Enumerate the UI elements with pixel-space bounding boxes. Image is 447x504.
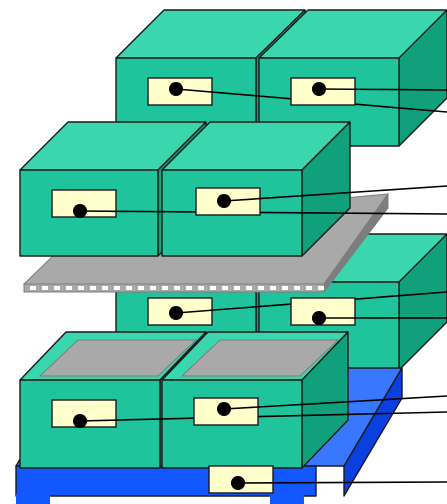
label-group (51, 77, 447, 494)
leader-line-7 (79, 411, 447, 422)
slip-sheet-notch (126, 286, 132, 290)
slip-sheet-notch (294, 286, 300, 290)
slip-sheet-notch (78, 286, 84, 290)
label-marker-icon (217, 402, 231, 416)
layer-2-boxes (19, 121, 351, 257)
slip-sheet-notch (246, 286, 252, 290)
leader-line-3 (79, 210, 447, 215)
slip-sheet-notch (150, 286, 156, 290)
slip-sheet-notch (198, 286, 204, 290)
slip-sheet-notch (174, 286, 180, 290)
slip-sheet-notch (90, 286, 96, 290)
label-marker-icon (217, 194, 231, 208)
slip-sheet-notch (138, 286, 144, 290)
slip-sheet-notch (282, 286, 288, 290)
slip-sheet-notch (30, 286, 36, 290)
leader-line-4 (223, 185, 447, 202)
slip-sheet-notch (318, 286, 324, 290)
leader-line-2 (318, 88, 447, 91)
slip-sheet-notch (162, 286, 168, 290)
slip-sheet-notch (102, 286, 108, 290)
label-marker-icon (73, 414, 87, 428)
slip-sheet-notch (42, 286, 48, 290)
label-marker-icon (231, 476, 245, 490)
slip-sheet-notch (270, 286, 276, 290)
slip-sheet-notch (114, 286, 120, 290)
slip-sheet-notch (306, 286, 312, 290)
slip-sheet-notch (186, 286, 192, 290)
label-marker-icon (169, 82, 183, 96)
slip-sheet-notch (54, 286, 60, 290)
slip-sheet-notch (258, 286, 264, 290)
leader-line-8 (223, 395, 447, 410)
slip-sheet-notch (210, 286, 216, 290)
slip-sheet-notch (66, 286, 72, 290)
leader-line-9 (237, 481, 447, 484)
label-marker-icon (169, 306, 183, 320)
label-marker-icon (312, 311, 326, 325)
label-marker-icon (312, 82, 326, 96)
slip-sheet-notch (222, 286, 228, 290)
slip-sheet-notch (234, 286, 240, 290)
label-marker-icon (73, 204, 87, 218)
